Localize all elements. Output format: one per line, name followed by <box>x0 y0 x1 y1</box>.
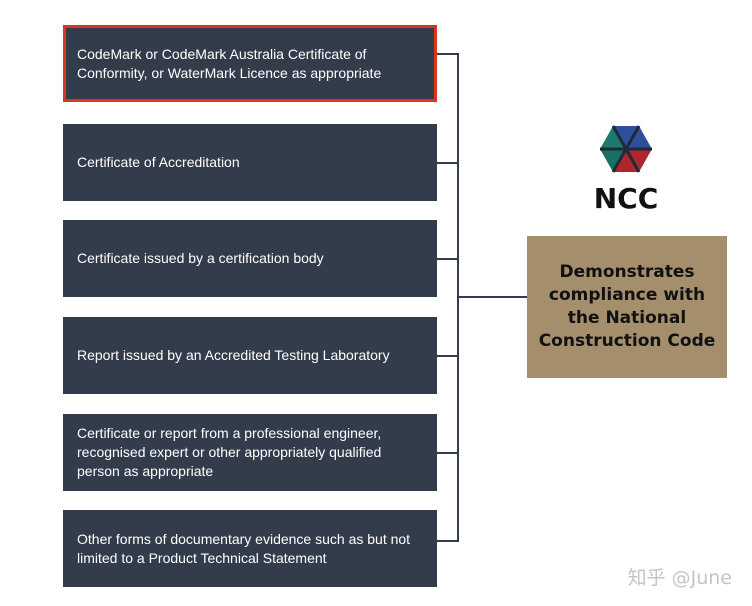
evidence-box-testing-laboratory: Report issued by an Accredited Testing L… <box>63 317 437 394</box>
connector-to-result <box>457 296 527 298</box>
logo-segment-teal-lower <box>600 149 626 172</box>
connector-stub-6 <box>437 540 459 542</box>
evidence-box-label: Other forms of documentary evidence such… <box>77 530 411 566</box>
evidence-box-label: Certificate issued by a certification bo… <box>77 250 324 266</box>
evidence-box-label: Certificate of Accreditation <box>77 154 240 170</box>
evidence-box-accreditation: Certificate of Accreditation <box>63 124 437 201</box>
logo-segment-teal <box>600 126 626 149</box>
ncc-logo-icon <box>600 125 652 173</box>
ncc-logo-text: NCC <box>593 182 659 215</box>
connector-stub-5 <box>437 452 459 454</box>
evidence-box-label: Certificate or report from a professiona… <box>77 425 382 479</box>
evidence-box-certification-body: Certificate issued by a certification bo… <box>63 220 437 297</box>
compliance-result-text: Demonstrates compliance with the Nationa… <box>538 262 716 351</box>
connector-stub-1 <box>437 53 459 55</box>
connector-stub-3 <box>437 258 459 260</box>
evidence-box-label: Report issued by an Accredited Testing L… <box>77 347 390 363</box>
connector-stub-4 <box>437 355 459 357</box>
watermark-text: 知乎 @June <box>627 567 732 589</box>
evidence-box-professional-engineer: Certificate or report from a professiona… <box>63 414 437 491</box>
evidence-box-codemark: CodeMark or CodeMark Australia Certifica… <box>63 25 437 102</box>
evidence-box-other-documentary: Other forms of documentary evidence such… <box>63 510 437 587</box>
compliance-result-box: Demonstrates compliance with the Nationa… <box>527 236 727 378</box>
connector-stub-2 <box>437 162 459 164</box>
evidence-box-label: CodeMark or CodeMark Australia Certifica… <box>77 45 382 81</box>
